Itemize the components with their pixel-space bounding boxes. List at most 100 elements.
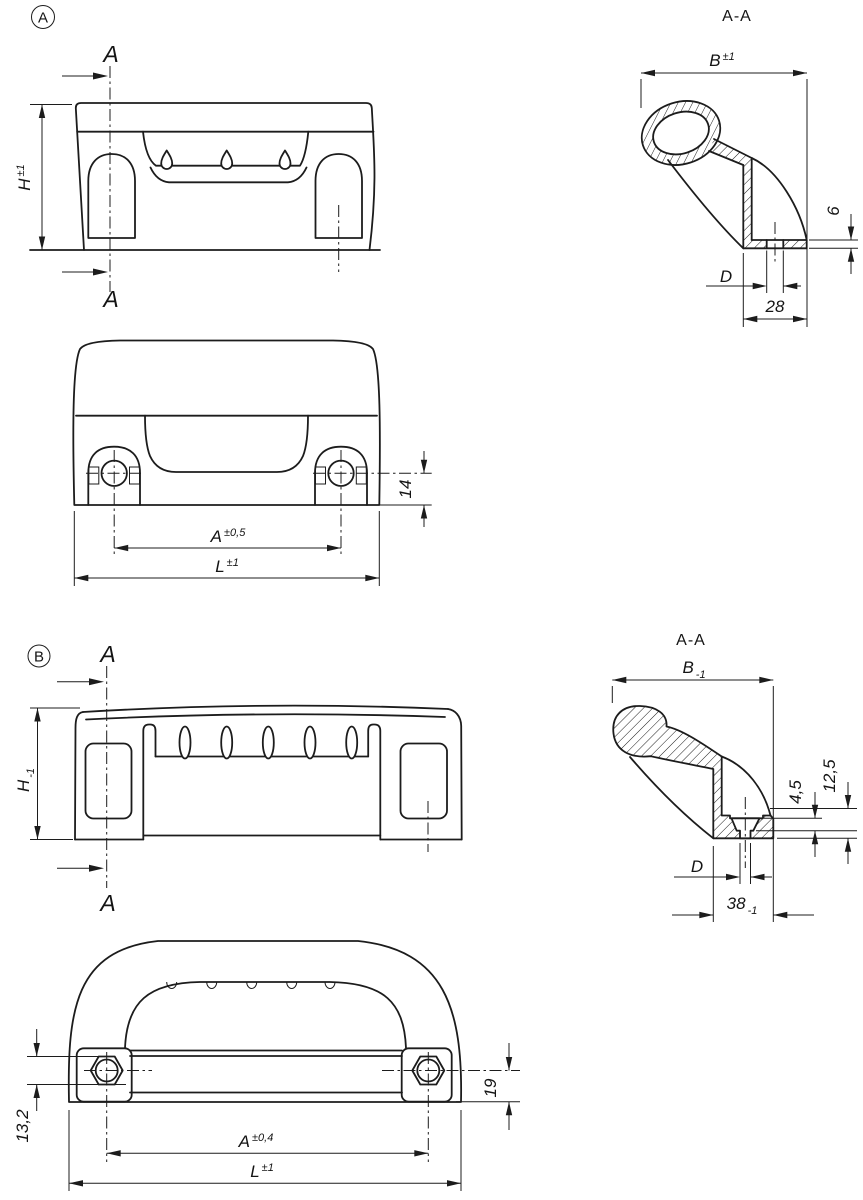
grip-slot <box>178 725 192 760</box>
grip-opening <box>144 414 309 473</box>
wall-hatch <box>709 139 767 249</box>
dim-base-28: 28 <box>742 253 807 327</box>
dim-hole-d-b: D <box>674 843 772 884</box>
dim-label-19: 19 <box>481 1078 500 1097</box>
grip-ring <box>640 100 722 166</box>
body-outline <box>67 940 463 1103</box>
recess-lower-contour <box>149 166 308 184</box>
section-a-profile <box>640 100 808 263</box>
dim-label-l-a: L±1 <box>215 557 239 576</box>
variant-b-bottom-view: 13,2 19 A±0,4 L±1 <box>13 940 520 1191</box>
dim-base-38: 38-1 <box>672 846 814 922</box>
right-hex-nut <box>411 1055 446 1086</box>
dim-label-base-28: 28 <box>765 297 785 316</box>
variant-a-front-body <box>29 102 381 272</box>
dim-label-a-spacing-a: A±0,5 <box>210 527 247 546</box>
dim-h-a: H±1 <box>15 104 72 250</box>
dim-label-b-a: B±1 <box>709 51 735 70</box>
dim-l-a: L±1 <box>73 511 380 586</box>
variant-a-section-view: A-A B±1 <box>640 8 858 327</box>
dim-label-l-b: L±1 <box>250 1162 274 1181</box>
dim-label-foot-125: 12,5 <box>820 759 839 793</box>
right-leg-outer <box>447 708 463 841</box>
outer-right-curve <box>720 755 772 817</box>
left-leg-inner <box>142 723 157 841</box>
left-pad <box>87 153 136 239</box>
left-pad-notch-left <box>88 466 100 485</box>
body-outline <box>72 339 381 506</box>
variant-b-front-body <box>74 704 463 852</box>
grip-slot <box>261 725 275 760</box>
teardrop-bump <box>160 149 174 170</box>
cut-label-top-b: A <box>98 641 115 667</box>
outer-left-curve <box>629 756 715 840</box>
top-face-arch <box>124 981 407 1049</box>
section-cut-arrows-b <box>57 678 104 872</box>
teardrop-bump <box>278 149 292 170</box>
section-b-profile <box>612 705 775 868</box>
base-hatch <box>783 240 807 249</box>
dim-nut-132: 13,2 <box>13 1029 126 1143</box>
left-leg-recess <box>84 742 133 820</box>
variant-b-marker-circle <box>27 644 51 668</box>
right-leg-inner <box>367 723 382 841</box>
grip-notches <box>166 981 336 989</box>
right-pad-notch-right <box>355 466 367 485</box>
dim-a-spacing-b: A±0,4 <box>106 1132 429 1157</box>
cut-label-top-a: A <box>101 41 118 67</box>
grip-slot <box>303 725 317 760</box>
variant-a-marker-label: A <box>38 10 48 27</box>
teardrop-bump <box>220 149 234 170</box>
dim-b-b: B-1 <box>611 658 774 922</box>
bar-top-edge <box>82 704 449 713</box>
dim-label-a-spacing-b: A±0,4 <box>238 1132 274 1151</box>
right-pad <box>314 445 368 506</box>
left-pad-notch-right <box>129 466 140 485</box>
solid-grip-and-foot-section <box>612 705 775 840</box>
bar-second-edge <box>85 713 446 721</box>
right-mounting-pad <box>400 1047 453 1103</box>
variant-a-marker-circle <box>31 5 55 29</box>
dim-step-45: 4,5 <box>756 780 857 857</box>
right-pad <box>314 153 363 239</box>
dim-foot-125: 12,5 <box>770 759 857 864</box>
dim-l-b: L±1 <box>68 1110 462 1191</box>
dim-label-14: 14 <box>396 480 415 499</box>
grip-slot <box>345 725 359 760</box>
left-mounting-pad <box>75 1047 133 1103</box>
variant-b-front-view: B A A <box>14 641 463 916</box>
dim-label-h-b: H-1 <box>14 768 37 792</box>
right-leg-recess <box>399 742 448 820</box>
dim-label-hole-d-a: D <box>720 267 732 286</box>
variant-b-marker-label: B <box>34 649 44 666</box>
dim-label-h-a: H±1 <box>15 164 34 190</box>
body-outline <box>74 102 376 251</box>
cut-label-bottom-b: A <box>98 890 115 916</box>
dim-label-nut-132: 13,2 <box>13 1109 32 1143</box>
grip-slot <box>220 725 234 760</box>
dim-label-step-45: 4,5 <box>786 780 805 804</box>
dim-a-spacing-a: A±0,5 <box>114 527 341 552</box>
section-title-b: A-A <box>676 632 706 649</box>
left-pad <box>87 445 141 506</box>
right-pad-notch-left <box>315 466 326 485</box>
dim-19: 19 <box>456 1043 520 1130</box>
variant-b-section-view: A-A B-1 4,5 <box>611 632 857 922</box>
dim-label-base-38: 38-1 <box>727 894 758 917</box>
dim-hole-d-a: D <box>706 250 801 293</box>
dim-b-a: B±1 <box>640 51 808 327</box>
dim-label-wall-6: 6 <box>824 206 843 216</box>
dim-label-b-b: B-1 <box>682 658 705 681</box>
dim-label-hole-d-b: D <box>691 857 703 876</box>
section-cut-arrows-a <box>62 72 108 276</box>
outer-left-curve <box>667 159 745 250</box>
dim-14: 14 <box>379 451 432 527</box>
outer-right-curve <box>750 157 808 241</box>
left-leg-outer <box>74 711 84 841</box>
variant-a-front-view: A A A H±1 <box>15 5 381 312</box>
section-title-a: A-A <box>722 8 752 25</box>
dim-wall-6: 6 <box>809 206 858 274</box>
cut-label-bottom-a: A <box>101 286 118 312</box>
